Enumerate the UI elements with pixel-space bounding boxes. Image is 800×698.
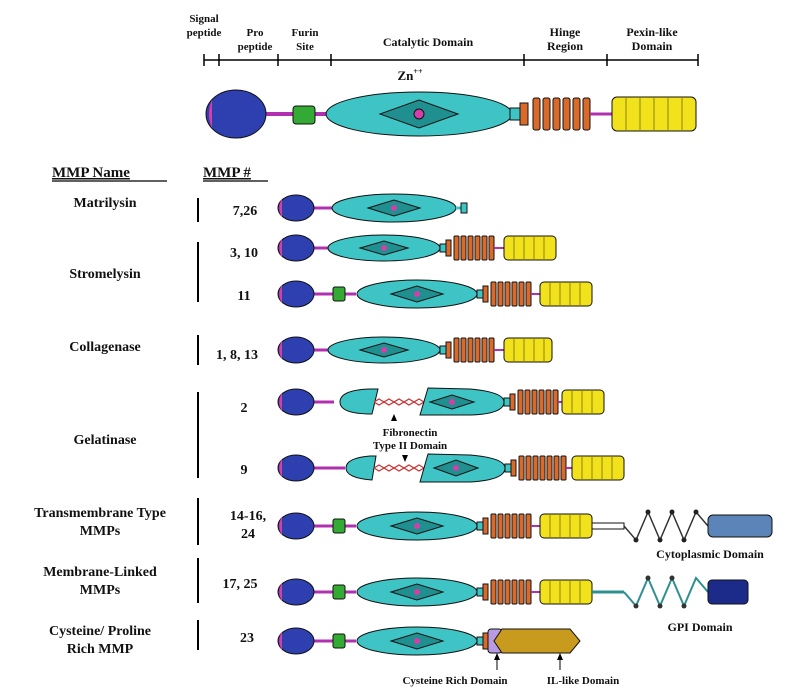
gpi-domain: [707, 579, 749, 605]
hinge-label-2: Region: [547, 39, 583, 53]
matrilysin-structure: [277, 193, 468, 223]
family-transmembrane-2: MMPs: [80, 524, 121, 539]
column-mmp-number: MMP #: [203, 165, 251, 181]
furin-label-1: Furin: [292, 27, 319, 39]
stromelysin-a-structure: [277, 234, 557, 262]
cytoplasmic-label: Cytoplasmic Domain: [656, 547, 764, 561]
mmp-numbers: 7,26 3, 10 11 1, 8, 13 2 9 14-16, 24 17,…: [216, 204, 266, 646]
furin-label-2: Site: [296, 41, 314, 53]
il-like-domain: [493, 628, 581, 654]
column-mmp-name: MMP Name: [52, 165, 130, 181]
zinc-ion: [413, 108, 425, 120]
number-transmembrane-2: 24: [241, 527, 255, 542]
family-membrane-linked-2: MMPs: [80, 583, 121, 598]
propeptide-domain: [205, 89, 267, 139]
pexin-label-2: Domain: [632, 39, 673, 53]
number-transmembrane-1: 14-16,: [230, 509, 266, 524]
catalytic-label: Catalytic Domain: [383, 35, 474, 49]
family-membrane-linked-1: Membrane-Linked: [43, 565, 157, 580]
signal-label-2: peptide: [187, 27, 222, 39]
zinc-label: Zn++: [397, 67, 422, 83]
family-stromelysin: Stromelysin: [69, 267, 141, 282]
number-membrane-linked: 17, 25: [223, 577, 258, 592]
stromelysin-b-structure: [277, 279, 593, 309]
pexin-label-1: Pexin-like: [626, 25, 678, 39]
number-gelatinase-a: 2: [241, 401, 248, 416]
family-gelatinase: Gelatinase: [74, 433, 137, 448]
family-collagenase: Collagenase: [69, 340, 141, 355]
gelatinase-b-structure: [277, 453, 625, 483]
header-labels: Signal peptide Pro peptide Furin Site Ca…: [187, 13, 679, 83]
furin-site: [292, 105, 316, 125]
hinge-label-1: Hinge: [550, 25, 581, 39]
fibronectin-annotation: Fibronectin Type II Domain: [373, 414, 447, 462]
signal-label-1: Signal: [189, 13, 218, 25]
number-matrilysin: 7,26: [233, 204, 258, 219]
family-transmembrane-1: Transmembrane Type: [34, 506, 166, 521]
il-like-label: IL-like Domain: [547, 675, 619, 687]
family-cysteine-proline-2: Rich MMP: [67, 642, 134, 657]
family-names: Matrilysin Stromelysin Collagenase Gelat…: [34, 196, 166, 657]
transmembrane-coil: [623, 510, 709, 542]
number-stromelysin-b: 11: [237, 289, 250, 304]
pro-label-1: Pro: [247, 27, 264, 39]
pro-label-2: peptide: [238, 41, 273, 53]
transmembrane-structure: [277, 509, 773, 543]
number-cysteine-proline: 23: [240, 631, 254, 646]
gelatinase-a-structure: [277, 387, 605, 416]
fibronectin-label-1: Fibronectin: [383, 427, 438, 439]
fibronectin-label-2: Type II Domain: [373, 440, 447, 452]
catalytic-cap: [509, 107, 521, 121]
cysteine-il-annotations: Cysteine Rich Domain IL-like Domain: [402, 653, 619, 687]
cysteine-proline-structure: [277, 626, 581, 656]
number-collagenase: 1, 8, 13: [216, 348, 258, 363]
hinge-start: [519, 102, 529, 126]
number-gelatinase-b: 9: [241, 463, 248, 478]
gpi-label: GPI Domain: [667, 620, 732, 634]
hinge-region: [532, 97, 591, 131]
number-stromelysin-a: 3, 10: [230, 246, 258, 261]
family-matrilysin: Matrilysin: [74, 196, 137, 211]
membrane-linked-structure: [277, 575, 749, 609]
cysteine-rich-label: Cysteine Rich Domain: [402, 675, 507, 687]
cytoplasmic-domain: [707, 514, 773, 538]
signal-peptide-domain: [208, 100, 212, 128]
header-ruler: [203, 54, 699, 66]
gpi-linker-coil: [623, 575, 709, 609]
collagenase-structure: [277, 336, 553, 364]
prototype-mmp: [205, 89, 697, 139]
family-cysteine-proline-1: Cysteine/ Proline: [49, 624, 151, 639]
